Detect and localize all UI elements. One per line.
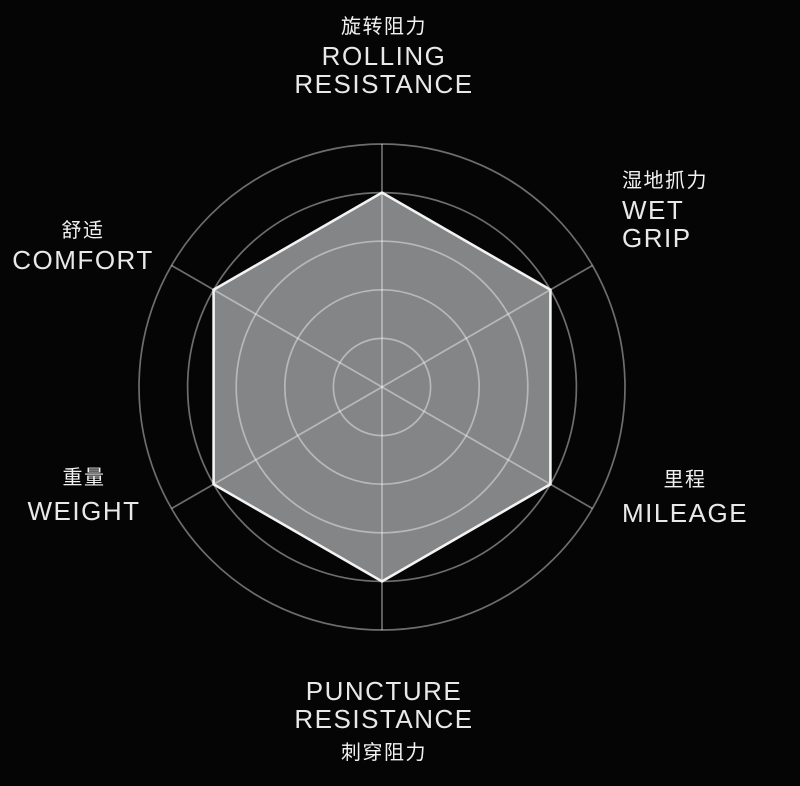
- axis-label-en: ROLLING: [321, 41, 447, 71]
- axis-label-en: RESISTANCE: [294, 704, 474, 734]
- axis-label-en: RESISTANCE: [294, 69, 474, 99]
- axis-spoke-wet-grip: [381, 264, 593, 388]
- axis-label-zh: 舒适: [61, 220, 105, 242]
- grid-ring-2: [283, 288, 481, 486]
- grid-ring-3: [235, 240, 529, 534]
- axis-label-zh: 旋转阻力: [341, 16, 427, 38]
- axis-label-rolling-resistance: 旋转阻力 ROLLING RESISTANCE: [294, 12, 473, 98]
- axis-label-mileage: 里程 MILEAGE: [622, 465, 748, 527]
- axis-label-wet-grip: 湿地抓力 WET GRIP: [622, 166, 708, 252]
- axis-label-comfort: 舒适 COMFORT: [12, 216, 153, 274]
- grid-ring-1: [332, 337, 432, 437]
- axis-spoke-weight: [171, 386, 383, 510]
- grid-ring-5: [138, 143, 626, 631]
- axis-label-en: PUNCTURE: [305, 676, 463, 706]
- axis-spoke-mileage: [381, 386, 593, 510]
- axis-label-en: WET: [622, 195, 685, 225]
- axis-label-en: COMFORT: [12, 245, 154, 275]
- data-polygon-fill: [213, 192, 551, 582]
- axis-label-weight: 重量 WEIGHT: [28, 463, 141, 525]
- axis-label-en: GRIP: [622, 223, 692, 253]
- axis-label-en: MILEAGE: [621, 498, 749, 528]
- axis-label-puncture-resistance: PUNCTURE RESISTANCE 刺穿阻力: [294, 677, 473, 768]
- axis-label-zh: 湿地抓力: [622, 170, 708, 192]
- axis-label-en: WEIGHT: [27, 496, 141, 526]
- axis-label-zh: 重量: [62, 467, 106, 489]
- axis-label-zh: 里程: [663, 469, 707, 491]
- axis-label-zh: 刺穿阻力: [341, 742, 427, 764]
- data-polygon-outline: [212, 191, 552, 583]
- axis-spoke-comfort: [171, 264, 383, 388]
